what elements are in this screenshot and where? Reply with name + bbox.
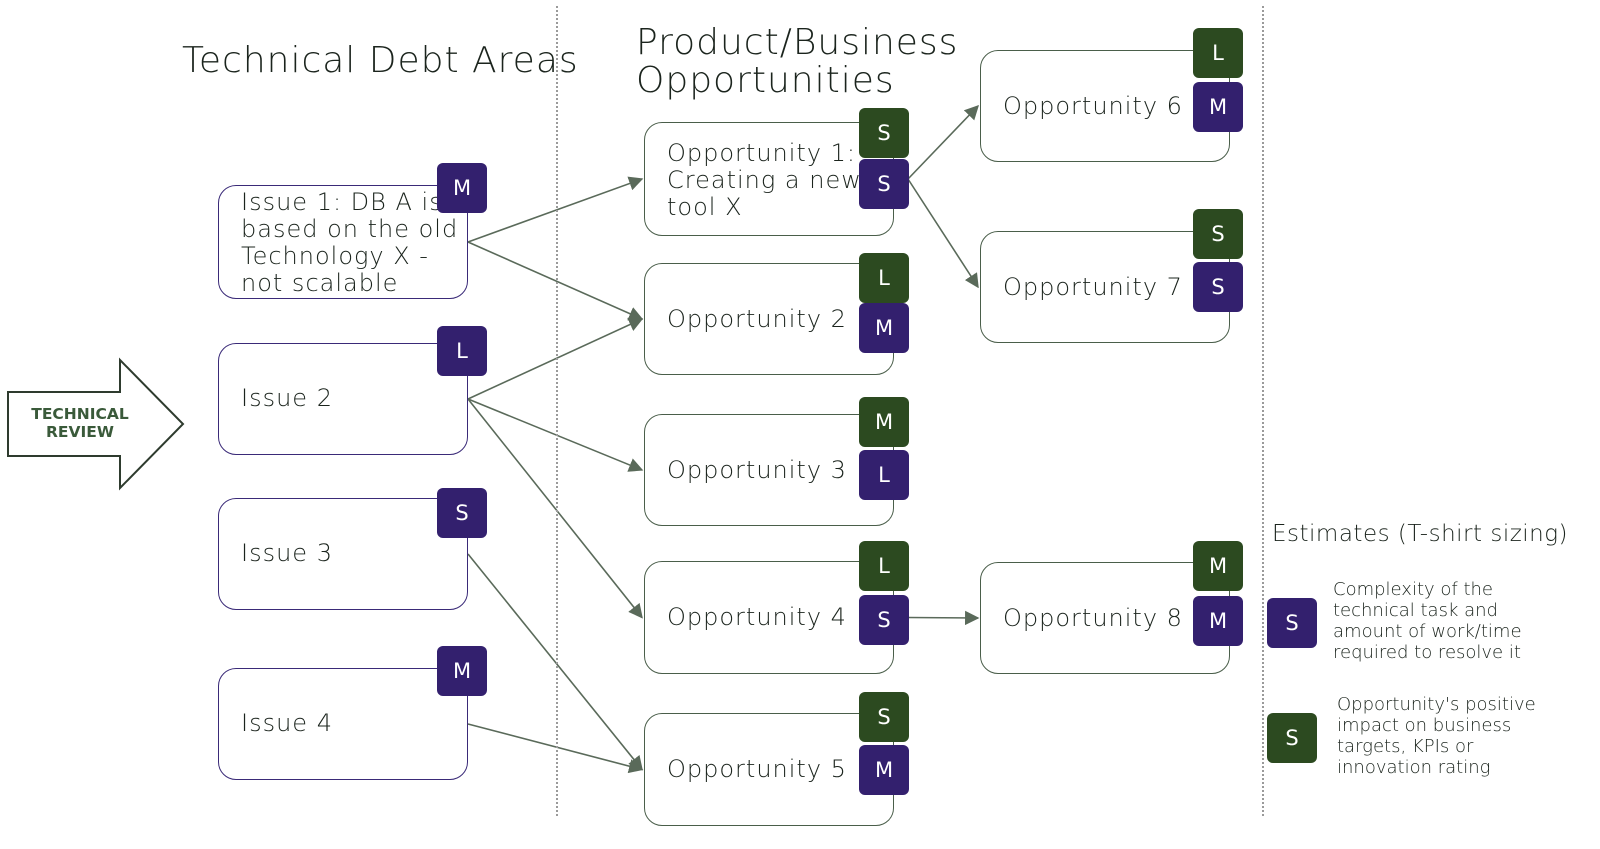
issue-4-complexity-badge: M <box>437 646 487 696</box>
opportunity-2-complexity-badge: M <box>859 303 909 353</box>
opportunity-8-impact-badge: M <box>1193 541 1243 591</box>
opportunity-2-box: Opportunity 2 <box>644 263 894 375</box>
opportunity-4-impact-badge: L <box>859 541 909 591</box>
opportunity-7-label: Opportunity 7 <box>1003 273 1183 301</box>
connector-opportunity-1-to-opportunity-7 <box>907 178 979 289</box>
opportunity-7-complexity-badge: S <box>1193 262 1243 312</box>
opportunities-title: Product/Business Opportunities <box>636 22 959 101</box>
opportunity-8-box: Opportunity 8 <box>980 562 1230 674</box>
opportunity-4-label: Opportunity 4 <box>667 603 847 631</box>
legend-complexity-text: Complexity of the technical task and amo… <box>1333 579 1522 663</box>
legend-complexity-badge: S <box>1267 598 1317 648</box>
connector-issue-2-to-opportunity-3 <box>467 398 644 472</box>
issue-2-box: Issue 2 <box>218 343 468 455</box>
opportunity-4-complexity-badge: S <box>859 595 909 645</box>
legend-title: Estimates (T-shirt sizing) <box>1272 521 1569 547</box>
technical-review-arrow <box>7 357 185 491</box>
opportunity-2-impact-badge: L <box>859 253 909 303</box>
opportunity-5-complexity-badge: M <box>859 745 909 795</box>
opportunity-1-complexity-badge: S <box>859 159 909 209</box>
opportunity-1-impact-badge: S <box>859 108 909 158</box>
opportunity-3-impact-badge: M <box>859 397 909 447</box>
column-divider-right <box>1262 6 1264 816</box>
opportunity-1-box: Opportunity 1: Creating a new tool X <box>644 122 894 236</box>
issue-4-label: Issue 4 <box>241 709 333 737</box>
issue-4-box: Issue 4 <box>218 668 468 780</box>
opportunity-1-label: Opportunity 1: Creating a new tool X <box>667 139 862 221</box>
opportunity-6-label: Opportunity 6 <box>1003 92 1183 120</box>
opportunity-5-box: Opportunity 5 <box>644 713 894 826</box>
technical-review-label: TECHNICAL REVIEW <box>31 405 129 441</box>
opportunity-6-impact-badge: L <box>1193 28 1243 78</box>
opportunity-7-impact-badge: S <box>1193 209 1243 259</box>
legend-impact-text: Opportunity's positive impact on busines… <box>1337 694 1536 778</box>
opportunity-6-box: Opportunity 6 <box>980 50 1230 162</box>
issue-2-complexity-badge: L <box>437 326 487 376</box>
issue-3-box: Issue 3 <box>218 498 468 610</box>
column-divider-left <box>556 6 558 816</box>
connector-issue-1-to-opportunity-1 <box>467 176 644 243</box>
connector-opportunity-1-to-opportunity-6 <box>907 104 979 180</box>
connector-issue-2-to-opportunity-2 <box>467 317 644 400</box>
connector-issue-4-to-opportunity-5 <box>467 723 644 774</box>
connector-issue-2-to-opportunity-4 <box>467 398 643 619</box>
opportunity-6-complexity-badge: M <box>1193 82 1243 132</box>
opportunity-5-impact-badge: S <box>859 692 909 742</box>
opportunity-8-label: Opportunity 8 <box>1003 604 1183 632</box>
issue-2-label: Issue 2 <box>241 384 333 412</box>
opportunity-8-complexity-badge: M <box>1193 596 1243 646</box>
connector-opportunity-4-to-opportunity-8 <box>907 610 980 626</box>
opportunity-7-box: Opportunity 7 <box>980 231 1230 343</box>
opportunity-3-complexity-badge: L <box>859 450 909 500</box>
tech-debt-title: Technical Debt Areas <box>182 40 579 81</box>
opportunity-3-box: Opportunity 3 <box>644 414 894 526</box>
connector-issue-1-to-opportunity-2 <box>467 241 644 321</box>
issue-3-label: Issue 3 <box>241 539 333 567</box>
opportunity-3-label: Opportunity 3 <box>667 456 847 484</box>
legend-impact-badge: S <box>1267 713 1317 763</box>
issue-1-box: Issue 1: DB A is based on the old Techno… <box>218 185 468 299</box>
issue-1-label: Issue 1: DB A is based on the old Techno… <box>241 188 459 297</box>
opportunity-2-label: Opportunity 2 <box>667 305 847 333</box>
opportunity-5-label: Opportunity 5 <box>667 755 847 783</box>
issue-1-complexity-badge: M <box>437 163 487 213</box>
issue-3-complexity-badge: S <box>437 488 487 538</box>
connector-issue-3-to-opportunity-5 <box>467 553 643 771</box>
opportunity-4-box: Opportunity 4 <box>644 561 894 674</box>
